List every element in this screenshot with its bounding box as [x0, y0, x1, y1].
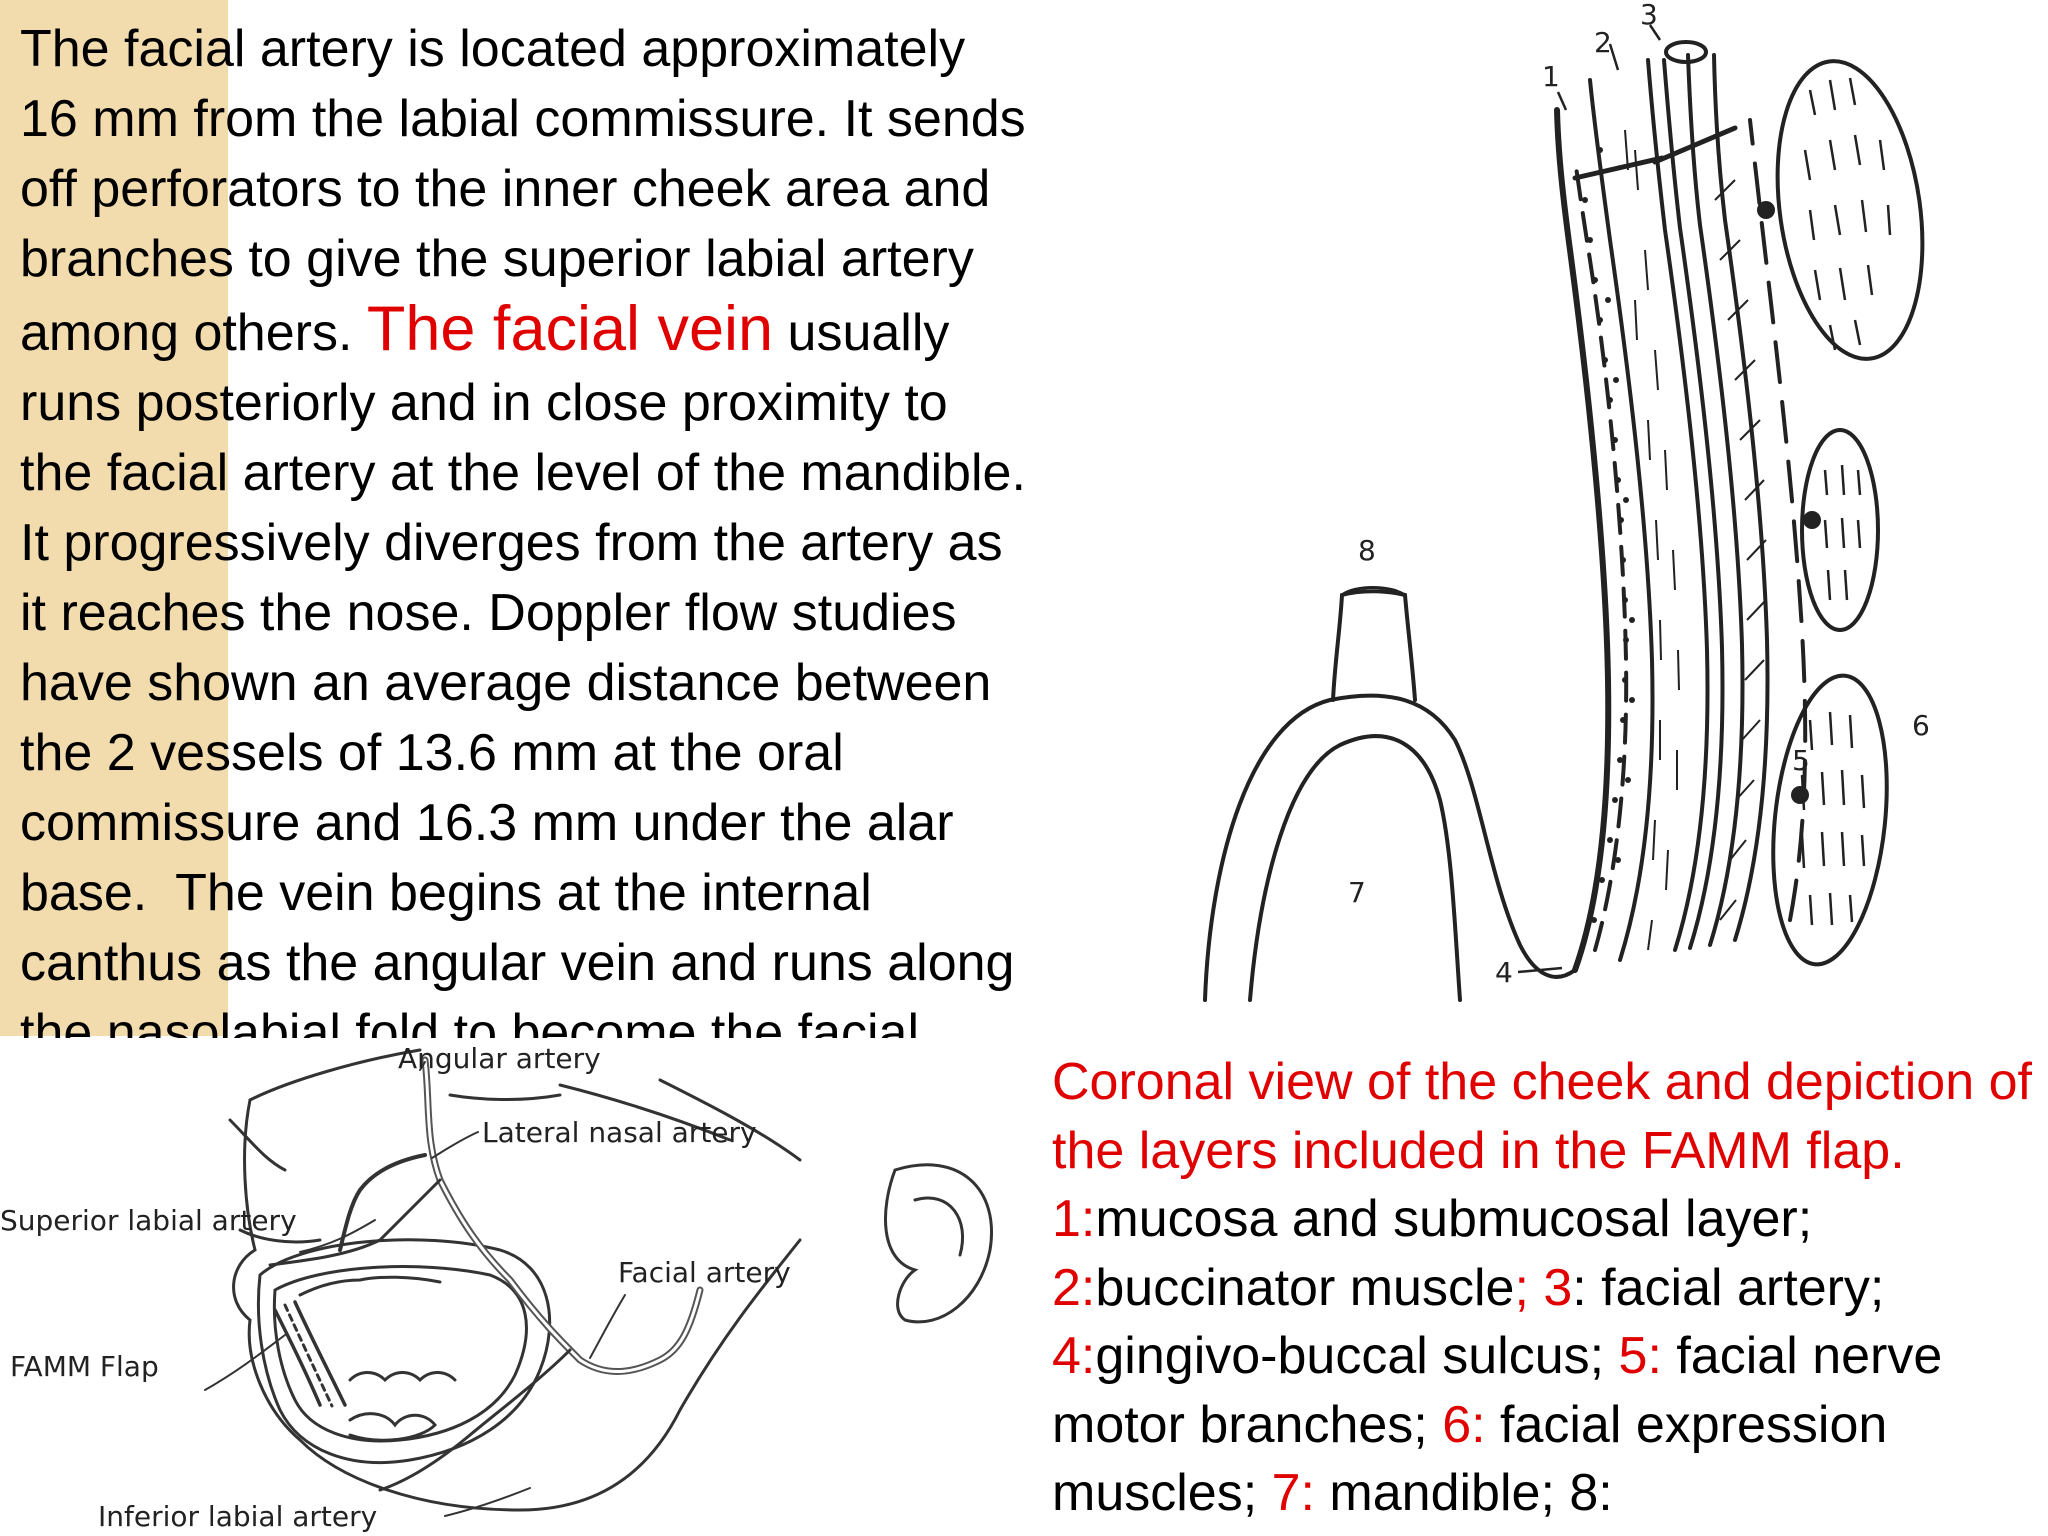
- caption-segment-9: 5:: [1618, 1327, 1662, 1385]
- caption-segment-7: 4:: [1052, 1327, 1096, 1385]
- main-text-block: The facial artery is located approximate…: [20, 14, 1160, 1038]
- layer-boundary-e: [1712, 53, 1770, 942]
- label-famm-flap: FAMM Flap: [10, 1350, 159, 1383]
- lateral-nasal-branch: [338, 1153, 427, 1252]
- facial-artery-inner: [423, 1058, 702, 1374]
- diagram-label-4: 4: [1495, 956, 1513, 989]
- face-artery-diagram: Angular artery Lateral nasal artery Supe…: [0, 1042, 993, 1533]
- mouth-inner: [272, 1265, 528, 1443]
- diagram-label-3: 3: [1640, 0, 1658, 31]
- main-paragraph: The facial artery is located approximate…: [20, 14, 1160, 1038]
- facial-artery-lumen: [1664, 40, 1708, 64]
- mouth-outer: [256, 1238, 552, 1465]
- forehead-line: [248, 1048, 422, 1102]
- leader-inferior-labial: [444, 1487, 531, 1517]
- label-angular-artery: Angular artery: [398, 1042, 601, 1075]
- muscle-ellipse-top: [1775, 59, 1925, 361]
- dashed-line-outer: [1748, 118, 1808, 922]
- leader-lateral-nasal: [431, 1131, 479, 1159]
- diagram-label-5: 5: [1792, 744, 1810, 777]
- diagram-label-2: 2: [1594, 26, 1612, 59]
- superior-labial-branch: [268, 1178, 442, 1267]
- layer-boundary-b: [1646, 58, 1710, 952]
- paragraph-highlight: The facial vein: [366, 294, 774, 364]
- inner-mandible-outline: [1248, 734, 1462, 1002]
- caption-segment-1: 1:: [1052, 1190, 1096, 1248]
- face-outline: [232, 1098, 802, 1512]
- cut-line-8: [1340, 586, 1407, 597]
- nerve-dot-bottom: [1791, 786, 1809, 804]
- caption-segment-8: gingivo-buccal sulcus;: [1095, 1327, 1619, 1385]
- figure-caption: Coronal view of the cheek and depiction …: [1052, 1048, 2042, 1528]
- label-lateral-nasal-artery: Lateral nasal artery: [482, 1116, 757, 1149]
- label-inferior-labial-artery: Inferior labial artery: [98, 1500, 377, 1533]
- caption-segment-12: facial expression muscles;: [1052, 1395, 1888, 1523]
- ear-outline: [884, 1163, 993, 1324]
- caption-segment-13: 7:: [1271, 1464, 1315, 1522]
- decorative-side-band: [0, 0, 228, 1036]
- lower-teeth: [348, 1371, 457, 1383]
- caption-segment-10: facial nerve motor branches;: [1052, 1327, 1943, 1454]
- nerve-dot-middle: [1803, 511, 1821, 529]
- famm-flap-outline: [273, 1300, 347, 1407]
- caption-segment-4: buccinator muscle: [1095, 1258, 1515, 1317]
- eye-lid: [228, 1118, 287, 1172]
- cut-line-top-2: [1652, 125, 1738, 165]
- ear-inner: [913, 1196, 965, 1257]
- diagram-label-1: 1: [1542, 60, 1560, 93]
- upper-teeth: [298, 1275, 442, 1297]
- tooth-root-8: [1331, 589, 1417, 702]
- label-superior-labial-artery: Superior labial artery: [0, 1204, 297, 1237]
- figure-caption-block: Coronal view of the cheek and depiction …: [1052, 1048, 2042, 1536]
- caption-segment-14: mandible; 8:: [1314, 1464, 1613, 1522]
- paragraph-text-1: The facial artery is located approximate…: [20, 20, 1026, 362]
- eye-lashes: [448, 1093, 562, 1102]
- molars: [348, 1412, 437, 1442]
- leader-superior-labial: [299, 1219, 376, 1253]
- caption-segment-0: Coronal view of the cheek and depiction …: [1052, 1053, 2032, 1180]
- diagram-label-6: 6: [1912, 709, 1930, 742]
- caption-segment-5: ; 3: [1514, 1258, 1573, 1317]
- layer-1-mucosa: [1554, 107, 1612, 973]
- eyebrow: [558, 1083, 732, 1142]
- famm-flap-dotted: [283, 1303, 334, 1408]
- muscle-ellipse-middle: [1800, 428, 1880, 632]
- paragraph-text-2: usually runs posteriorly and in close pr…: [20, 304, 1026, 1038]
- caption-segment-2: mucosa and submucosal layer;: [1095, 1190, 1813, 1248]
- coronal-view-diagram: 1 2 3 4 5 6 7 8: [1203, 0, 1930, 1002]
- nose-line: [238, 1228, 322, 1244]
- muscle-ellipse-bottom: [1771, 673, 1889, 967]
- diagram-label-8: 8: [1358, 534, 1376, 567]
- caption-segment-11: 6:: [1442, 1395, 1486, 1454]
- diagram-label-7: 7: [1348, 876, 1366, 909]
- label-facial-artery: Facial artery: [618, 1256, 791, 1289]
- dashed-line-inner: [1573, 158, 1629, 952]
- cut-line-top-1: [1572, 155, 1665, 181]
- mandible-outline: [1203, 693, 1577, 1002]
- leader-facial-artery: [589, 1294, 626, 1359]
- layer-boundary-d: [1686, 53, 1745, 947]
- cheek-contour: [658, 1078, 802, 1162]
- layer-boundary-c: [1662, 58, 1725, 950]
- inferior-labial-branch: [378, 1348, 572, 1492]
- facial-artery-path: [421, 1056, 704, 1376]
- nerve-dot-top: [1757, 201, 1775, 219]
- layer-boundary-a: [1588, 78, 1655, 962]
- leader-angular: [419, 1061, 426, 1071]
- caption-segment-6: : facial artery;: [1572, 1258, 1885, 1317]
- caption-segment-3: 2:: [1052, 1258, 1096, 1317]
- leader-famm: [204, 1334, 286, 1391]
